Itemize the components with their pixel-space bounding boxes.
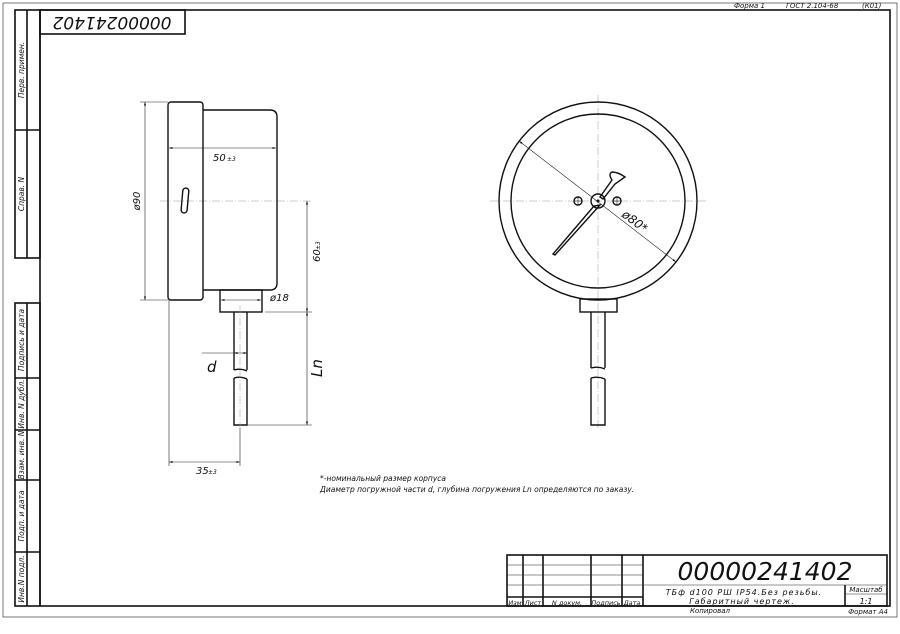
pointer-needle <box>551 203 602 256</box>
dim-stem-ln: Ln <box>308 359 326 377</box>
scale-label: Масштаб <box>849 586 883 594</box>
dim-diameter: ø90 <box>132 192 143 212</box>
slot-icon <box>180 187 190 214</box>
strip-label: Справ. N <box>17 176 26 211</box>
dim-stem-d: d <box>207 358 217 376</box>
dim-depth-tol: ±3 <box>227 156 236 163</box>
col-header: N докум. <box>552 599 582 607</box>
stem-upper <box>233 312 248 372</box>
dim-fitting: ø18 <box>269 293 289 304</box>
side-strip: Перв. примен. Справ. N Подпись и дата Ин… <box>14 9 41 607</box>
inner-frame <box>39 9 891 607</box>
copied-label: Копировал <box>690 607 731 615</box>
pointer-tail <box>599 171 627 200</box>
col-header: Дата <box>623 599 641 607</box>
fitting <box>219 289 263 313</box>
note-nominal: *-номинальный размер корпуса <box>320 474 446 483</box>
stamp-top: 00000241402 <box>39 9 186 35</box>
description-line1: ТБф d100 РШ IP54.Без резьбы. <box>666 588 822 597</box>
format-label: Формат А4 <box>848 608 888 616</box>
strip-label: Взам. инв. N <box>17 430 26 479</box>
form-header: Форма 1 ГОСТ 2.104-68 (К01) <box>734 2 882 10</box>
dim-dial: ø80* <box>618 207 650 236</box>
dim-stem-pos: 35 <box>196 466 209 477</box>
col-header: Подпись <box>591 599 620 607</box>
form-label: Форма 1 <box>734 2 765 10</box>
dial-face <box>510 113 686 289</box>
stem-upper <box>590 312 606 370</box>
col-header: Лист <box>524 599 542 607</box>
case-body <box>203 109 278 291</box>
standard-label: ГОСТ 2.104-68 <box>786 2 839 10</box>
dim-stem-pos-tol: ±3 <box>208 469 217 476</box>
strip-label: Перв. примен. <box>17 42 26 98</box>
strip-label: Инв. N дубл. <box>17 379 26 428</box>
form-code: (К01) <box>862 2 882 10</box>
title-block: 00000241402 ТБф d100 РШ IP54.Без резьбы.… <box>506 554 888 616</box>
stem-lower <box>590 376 606 426</box>
bezel-flange <box>167 101 204 301</box>
doc-number: 00000241402 <box>678 557 853 586</box>
case-outer <box>498 101 698 301</box>
stem-lower <box>233 376 248 426</box>
stamp-top-number: 00000241402 <box>53 12 172 32</box>
outer-frame <box>2 2 898 618</box>
strip-label: Подп. и дата <box>17 490 26 541</box>
screw-icon <box>612 196 622 206</box>
scale-value: 1:1 <box>860 597 873 606</box>
dim-offset-tol: ±3 <box>315 241 322 250</box>
description-line2: Габаритный чертеж. <box>689 597 794 606</box>
dim-depth: 50 <box>213 153 226 164</box>
col-header: Изм <box>508 599 521 607</box>
dim-offset: 60 <box>312 249 323 262</box>
screw-icon <box>573 196 583 206</box>
strip-label: Подпись и дата <box>17 309 26 372</box>
pointer-hub <box>590 193 606 209</box>
fitting <box>579 298 618 313</box>
strip-label: Инв.N подл. <box>17 555 26 602</box>
side-view: ø90 50 ±3 60 ±3 Ln ø18 d 35 ±3 <box>132 101 326 477</box>
note-order: Диаметр погружной части d, глубина погру… <box>319 485 634 494</box>
front-view: ø80* <box>490 95 706 428</box>
